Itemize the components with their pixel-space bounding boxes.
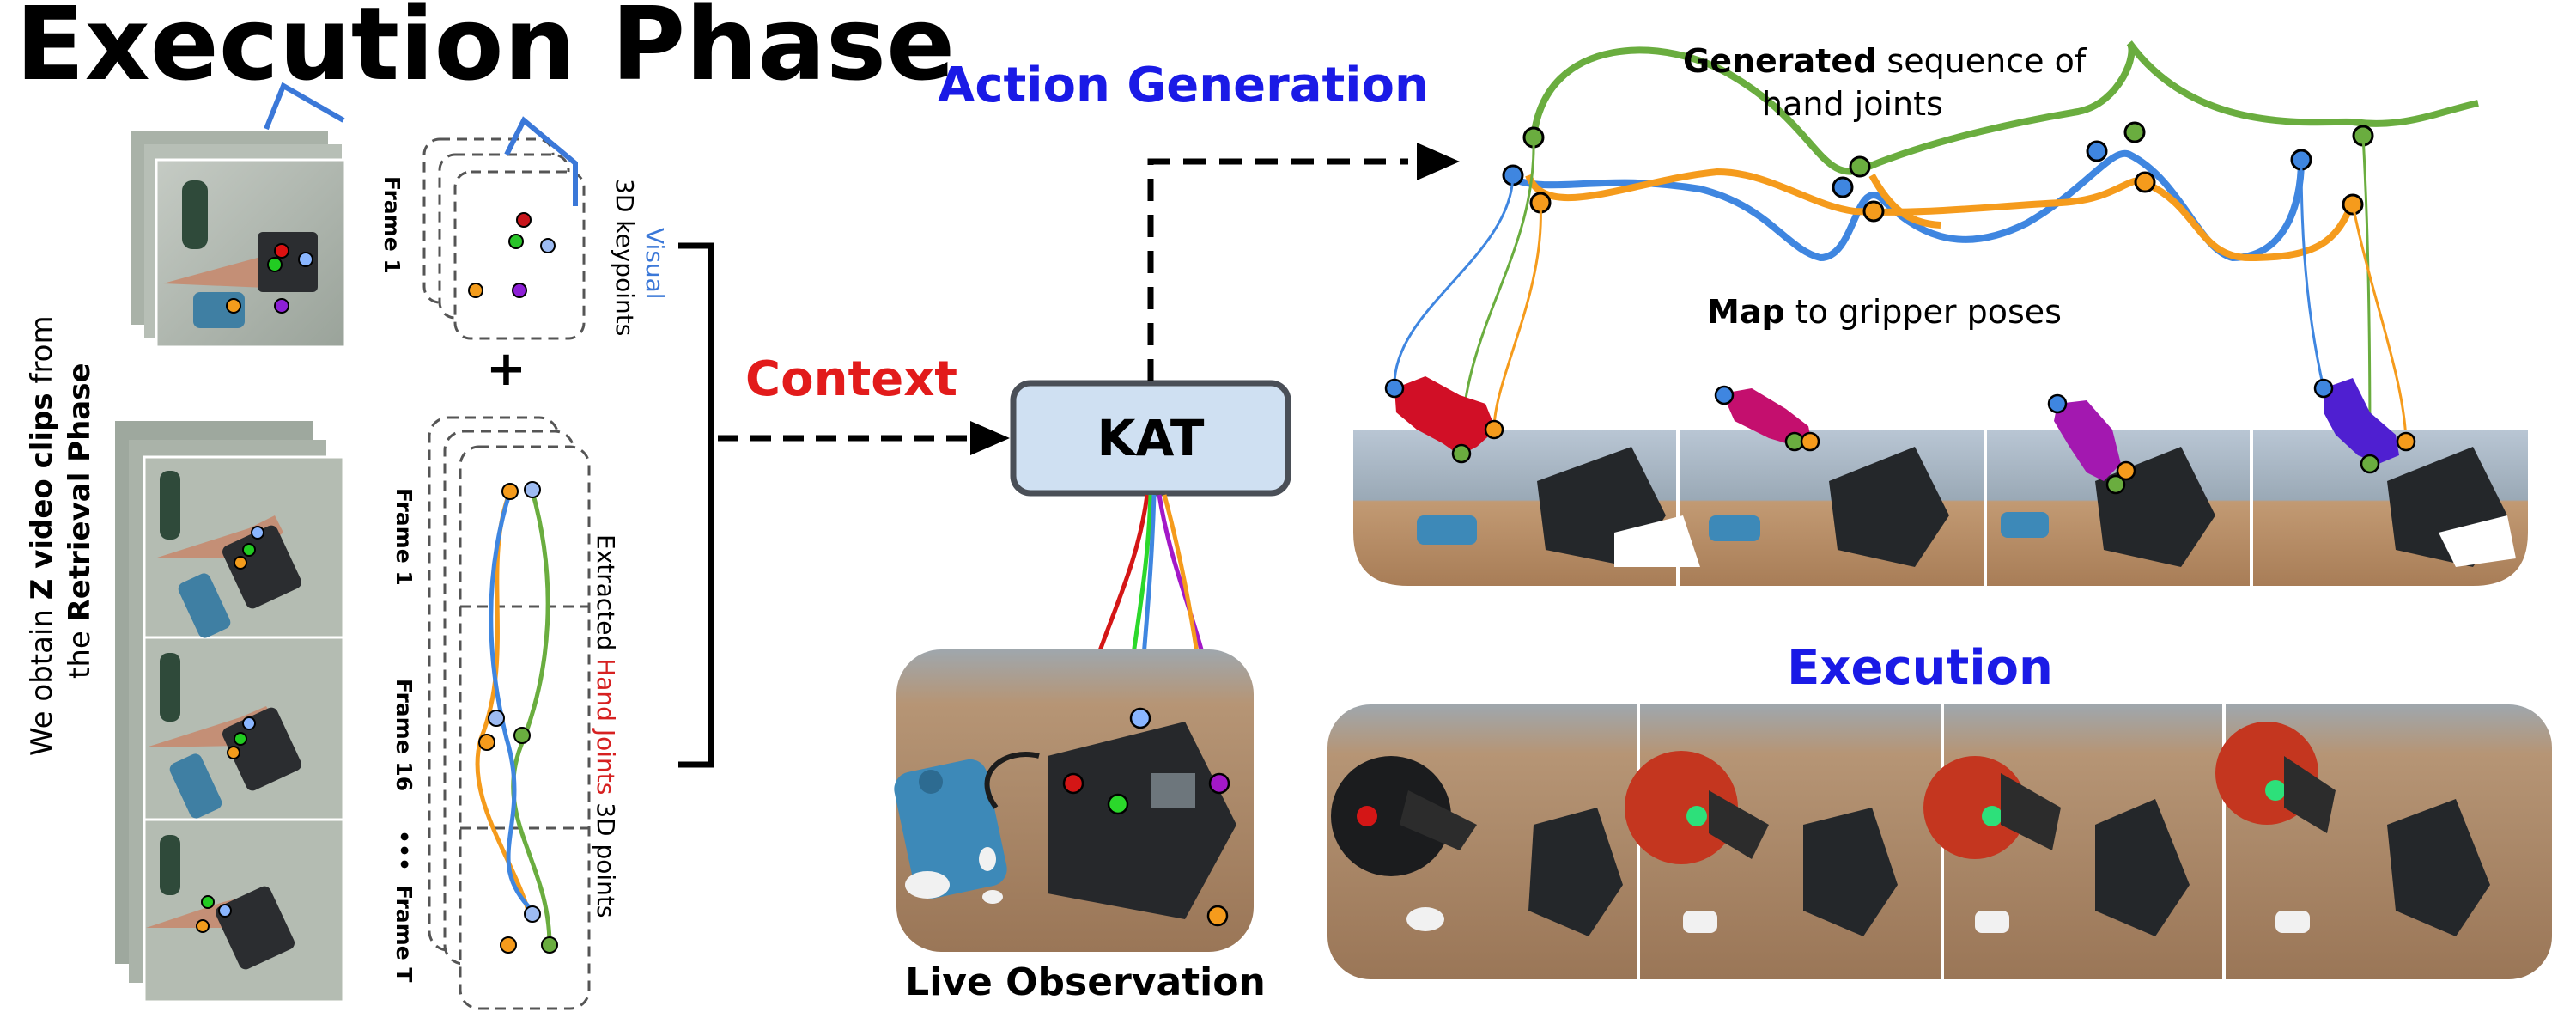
generated-caption-line2: hand joints [1762, 85, 1943, 123]
execution-strip [1327, 704, 2552, 979]
joints-word: Joints [592, 728, 620, 795]
context-bracket [678, 242, 714, 768]
extracted-word: Extracted [592, 534, 620, 658]
context-arrow-head [970, 421, 1010, 455]
keypoints-label: 3D keypoints [611, 179, 639, 336]
plus-sign: + [486, 341, 526, 397]
bottom-clip-stack [115, 421, 345, 1003]
points-word: 3D points [592, 795, 620, 918]
hand-frame-16-label: Frame 16 [392, 679, 416, 791]
hand-word: Hand [592, 658, 620, 722]
hand-frame-1-label: Frame 1 [392, 488, 416, 586]
caption-the: the [63, 621, 97, 679]
visual-keypoints-caption: Visual 3D keypoints [611, 179, 669, 336]
gripper-pose-strip [1353, 376, 2528, 586]
kat-box [1010, 380, 1291, 497]
live-observation-label: Live Observation [905, 960, 1266, 1004]
action-arrow-head [1417, 143, 1460, 180]
page-title: Execution Phase [15, 0, 955, 103]
map-caption: Map to gripper poses [1707, 293, 2062, 331]
caption-prefix: We obtain [25, 600, 59, 756]
caption-mid: from [25, 315, 59, 393]
hand-joint-stack [428, 416, 591, 1010]
generated-rest: sequence of [1876, 42, 2087, 80]
svg-text:the Retrieval Phase: the Retrieval Phase [63, 363, 97, 679]
svg-text:We obtain Z video clips from: We obtain Z video clips from [25, 315, 59, 756]
extracted-hand-joints-caption: Extracted Hand Joints 3D points [592, 534, 620, 918]
hand-frame-t-label: Frame T [392, 885, 416, 982]
visual-frame-label: Frame 1 [380, 176, 404, 274]
live-observation-image [894, 649, 1254, 952]
visual-word: Visual [641, 228, 669, 300]
hand-frame-dots: ••• [392, 830, 416, 871]
generated-hand-joint-curves [1502, 40, 2479, 262]
context-label: Context [745, 351, 957, 407]
execution-label: Execution [1787, 640, 2053, 696]
caption-clips-bold: Z video clips [25, 393, 59, 600]
caption-phase-bold: Retrieval Phase [63, 363, 97, 621]
generated-bold: Generated [1683, 42, 1876, 80]
visual-keypoint-stack [422, 116, 586, 340]
generated-caption: Generated sequence of [1683, 42, 2087, 80]
top-clip-stack [131, 82, 347, 349]
kat-label: KAT [1097, 409, 1205, 467]
map-bold: Map [1707, 293, 1785, 331]
action-arrow [1147, 158, 1408, 381]
space [592, 722, 620, 729]
action-generation-label: Action Generation [938, 58, 1429, 113]
left-caption: We obtain Z video clips from the Retriev… [25, 315, 97, 756]
map-rest: to gripper poses [1785, 293, 2062, 331]
